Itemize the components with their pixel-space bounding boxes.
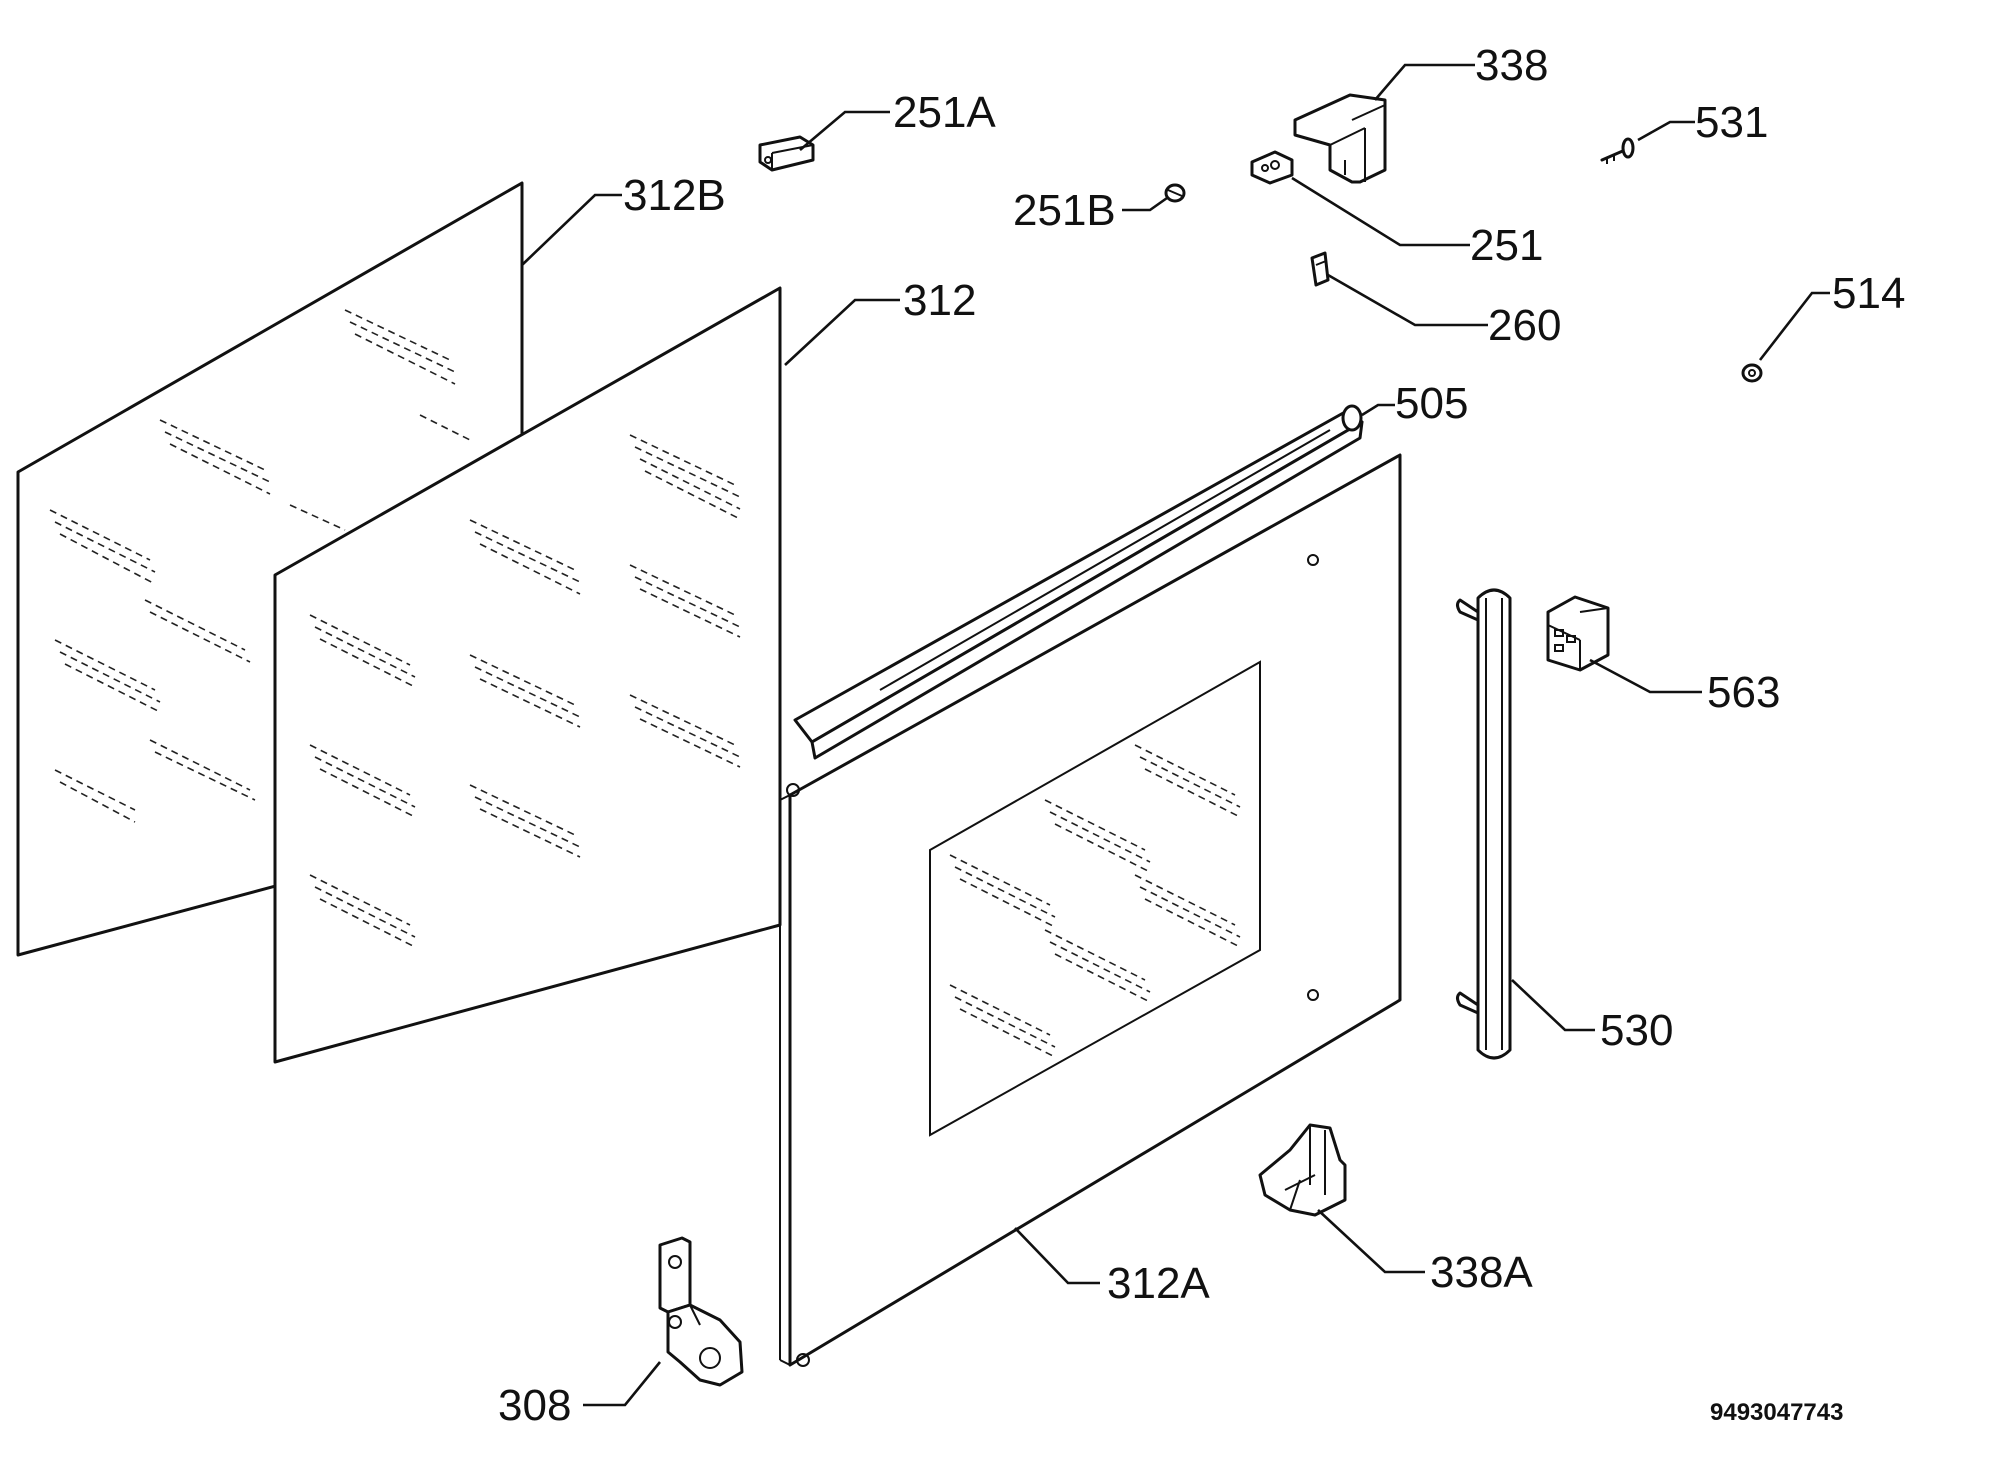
door-handle-530 [1456,588,1512,1060]
label-260: 260 [1488,301,1561,350]
label-530: 530 [1600,1006,1673,1055]
label-251B: 251B [1013,186,1116,235]
front-door-panel-312A [779,453,1402,1367]
clip-251 [1250,150,1294,185]
label-563: 563 [1707,668,1780,717]
label-251A: 251A [893,88,996,137]
nut-514 [1741,363,1763,383]
screw-531 [1600,137,1635,164]
label-312A: 312A [1107,1259,1210,1308]
glass-panel-312 [273,286,782,1064]
clip-563 [1546,595,1610,672]
top-profile-505 [793,404,1364,760]
label-308: 308 [498,1381,571,1430]
label-531: 531 [1695,98,1768,147]
label-251: 251 [1470,221,1543,270]
clip-251A [758,135,815,172]
label-312B: 312B [623,171,726,220]
corner-cap-338A [1258,1123,1347,1217]
label-514: 514 [1832,269,1905,318]
leader-lines [521,63,1830,1407]
cap-251B [1164,183,1186,203]
spring-clip-260 [1310,251,1330,287]
drawing-number: 9493047743 [1710,1399,1843,1426]
corner-cap-338 [1293,93,1387,184]
label-338: 338 [1475,41,1548,90]
label-505: 505 [1395,379,1468,428]
label-338A: 338A [1430,1248,1533,1297]
hinge-bracket-308 [658,1236,744,1387]
label-312: 312 [903,276,976,325]
